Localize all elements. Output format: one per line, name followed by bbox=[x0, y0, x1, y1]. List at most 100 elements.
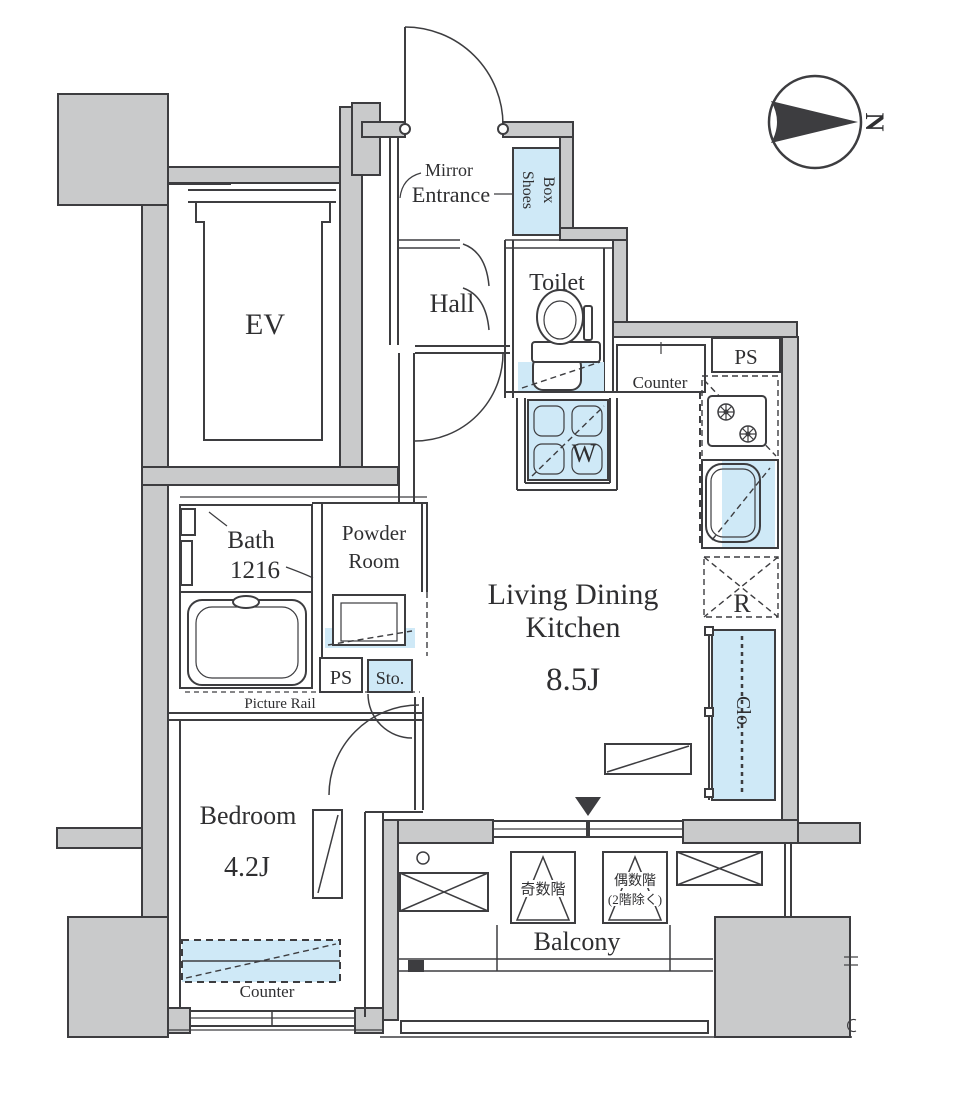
washer-niche: W bbox=[516, 398, 618, 491]
washer-pan-pad bbox=[533, 405, 565, 437]
wall-segment bbox=[612, 321, 798, 338]
bath-label: Bath bbox=[227, 527, 275, 554]
fridge-label: R bbox=[733, 589, 751, 618]
shoes-box bbox=[512, 147, 561, 236]
label-halo bbox=[608, 872, 662, 888]
powder-room-label: Powder bbox=[342, 521, 406, 545]
odd-floors-label: 奇数階 bbox=[520, 881, 565, 898]
ldk-label: Kitchen bbox=[526, 611, 621, 644]
wall-segment bbox=[559, 227, 628, 241]
fridge-zone bbox=[703, 556, 779, 618]
sink-dash bbox=[711, 467, 771, 541]
wall-segment bbox=[714, 916, 851, 1038]
toilet-bowl bbox=[536, 289, 584, 345]
wall-segment bbox=[397, 819, 494, 844]
kitchen-sink-inner bbox=[710, 468, 756, 538]
kitchen-counter-label: Counter bbox=[633, 373, 688, 392]
closet-door-pivot bbox=[704, 626, 714, 636]
ldk-size-label: 8.5J bbox=[546, 662, 600, 698]
storage-door-swing bbox=[367, 693, 413, 739]
ev-cab bbox=[195, 202, 331, 441]
elevator: EV bbox=[188, 189, 336, 441]
closet-label: Clo. bbox=[732, 696, 754, 730]
kitchen-area: Counter PS R bbox=[616, 337, 781, 801]
entrance-area: Mirror Entrance Shoes Box bbox=[389, 26, 613, 345]
stove-top bbox=[707, 395, 767, 447]
entry-triangle-marker bbox=[575, 797, 601, 816]
wall-segment bbox=[167, 1007, 191, 1034]
door-hinge bbox=[399, 123, 411, 135]
partition-marker-even: 偶数階 (2階除く) bbox=[602, 851, 668, 924]
bath-shelf bbox=[180, 540, 193, 586]
wall-segment bbox=[167, 166, 341, 184]
wall-segment bbox=[351, 102, 381, 176]
mirror-label: Mirror bbox=[425, 160, 473, 180]
north-label: N bbox=[860, 113, 889, 132]
pipe-space-upper bbox=[711, 337, 781, 373]
ldk-area: Living Dining Kitchen 8.5J bbox=[488, 578, 692, 838]
closet-door-pivot bbox=[704, 788, 714, 798]
balcony-vent bbox=[408, 960, 424, 972]
sink-counter bbox=[701, 459, 779, 549]
ldk-window-lock bbox=[586, 821, 590, 837]
toilet-tank bbox=[531, 341, 601, 363]
balcony-drain bbox=[416, 851, 430, 865]
balcony-label: Balcony bbox=[534, 927, 621, 956]
bedroom-size-label: 4.2J bbox=[224, 852, 270, 883]
ev-label: EV bbox=[245, 308, 285, 341]
vanity-dash bbox=[327, 630, 413, 646]
powder-room: Powder Room PS Sto. bbox=[312, 502, 428, 739]
balcony-equipment-box bbox=[399, 872, 489, 912]
hall-door-swing bbox=[462, 243, 490, 287]
fridge-dash bbox=[703, 556, 779, 618]
tv-board-diagonal bbox=[606, 745, 690, 773]
entrance-label: Entrance bbox=[412, 182, 490, 207]
even-floors-note: (2階除く) bbox=[608, 892, 662, 907]
wall-segment bbox=[612, 239, 628, 323]
ldk-label: Living Dining bbox=[488, 578, 659, 611]
picture-rail-label: Picture Rail bbox=[244, 696, 315, 712]
washer-pan-pad bbox=[533, 443, 565, 475]
toilet-dash bbox=[521, 361, 601, 389]
bath-shelf bbox=[180, 508, 196, 536]
hall-area: Hall bbox=[398, 289, 510, 503]
bedroom-desk-diagonal bbox=[317, 814, 339, 894]
washer-pan bbox=[527, 399, 609, 481]
label-halo bbox=[518, 880, 568, 897]
bath-leader bbox=[208, 511, 228, 527]
shoes-box-label: Box bbox=[540, 177, 557, 204]
burner-icon bbox=[717, 403, 735, 421]
powder-room-label: Room bbox=[348, 549, 399, 573]
washer-label: W bbox=[572, 439, 597, 468]
burner-icon bbox=[739, 425, 757, 443]
wall-segment bbox=[141, 466, 399, 486]
fridge-dash bbox=[703, 556, 779, 618]
wall-segment bbox=[682, 819, 799, 844]
closet bbox=[711, 629, 776, 801]
wall-segment bbox=[67, 916, 169, 1038]
toilet-seat bbox=[543, 300, 577, 340]
closet-door-pivot bbox=[704, 707, 714, 717]
vanity-bowl bbox=[340, 602, 398, 642]
wall-segment bbox=[502, 121, 574, 138]
compass: N bbox=[767, 74, 889, 170]
compass-circle bbox=[767, 74, 863, 170]
entrance-door-swing bbox=[404, 26, 504, 126]
washer-pan-pad bbox=[571, 405, 603, 437]
bedroom-counter-label: Counter bbox=[240, 982, 295, 1001]
ldk-door-swing bbox=[414, 352, 504, 442]
wall-segment bbox=[361, 121, 406, 138]
shoes-box-label: Shoes bbox=[519, 171, 536, 209]
bath-leader bbox=[285, 566, 314, 579]
door-hinge bbox=[497, 123, 509, 135]
kitchen-sink bbox=[705, 463, 761, 543]
toilet-lever bbox=[583, 305, 593, 341]
compass-arrow-icon bbox=[771, 101, 858, 143]
bedroom-door-swing bbox=[328, 704, 420, 796]
wall-segment bbox=[141, 204, 169, 918]
washer-pan-pad bbox=[571, 443, 603, 475]
bathtub-faucet bbox=[232, 595, 260, 609]
even-floors-label: 偶数階 bbox=[614, 873, 656, 889]
